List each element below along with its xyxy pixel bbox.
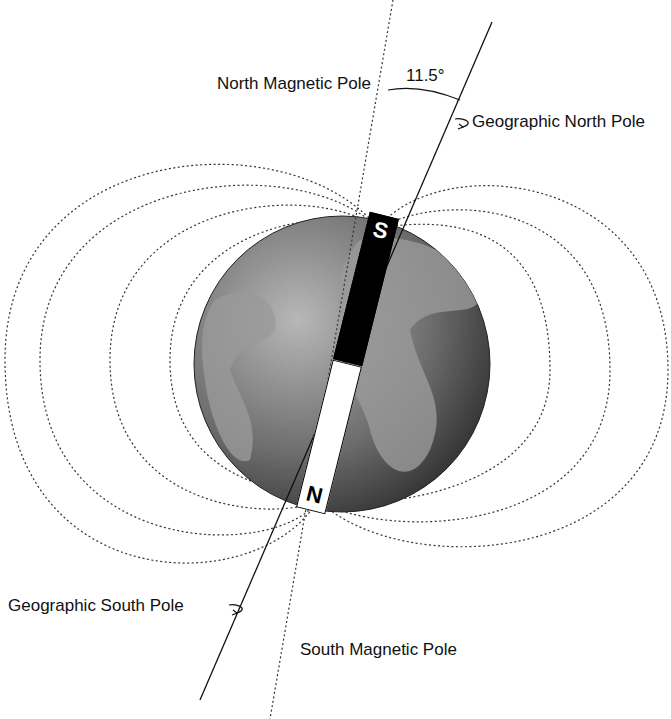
angle-label: 11.5°	[404, 66, 447, 86]
pole-label: Geographic North Pole	[470, 112, 647, 132]
geographic-axis	[200, 22, 492, 700]
pole-label: South Magnetic Pole	[298, 640, 459, 660]
pole-letter: N	[304, 481, 325, 508]
field-lines	[5, 164, 668, 563]
magnetic-axis	[270, 0, 393, 719]
angle-arc	[388, 88, 460, 100]
pole-label: North Magnetic Pole	[215, 74, 373, 94]
pole-label: Geographic South Pole	[6, 596, 186, 616]
pole-letter: S	[370, 217, 390, 244]
